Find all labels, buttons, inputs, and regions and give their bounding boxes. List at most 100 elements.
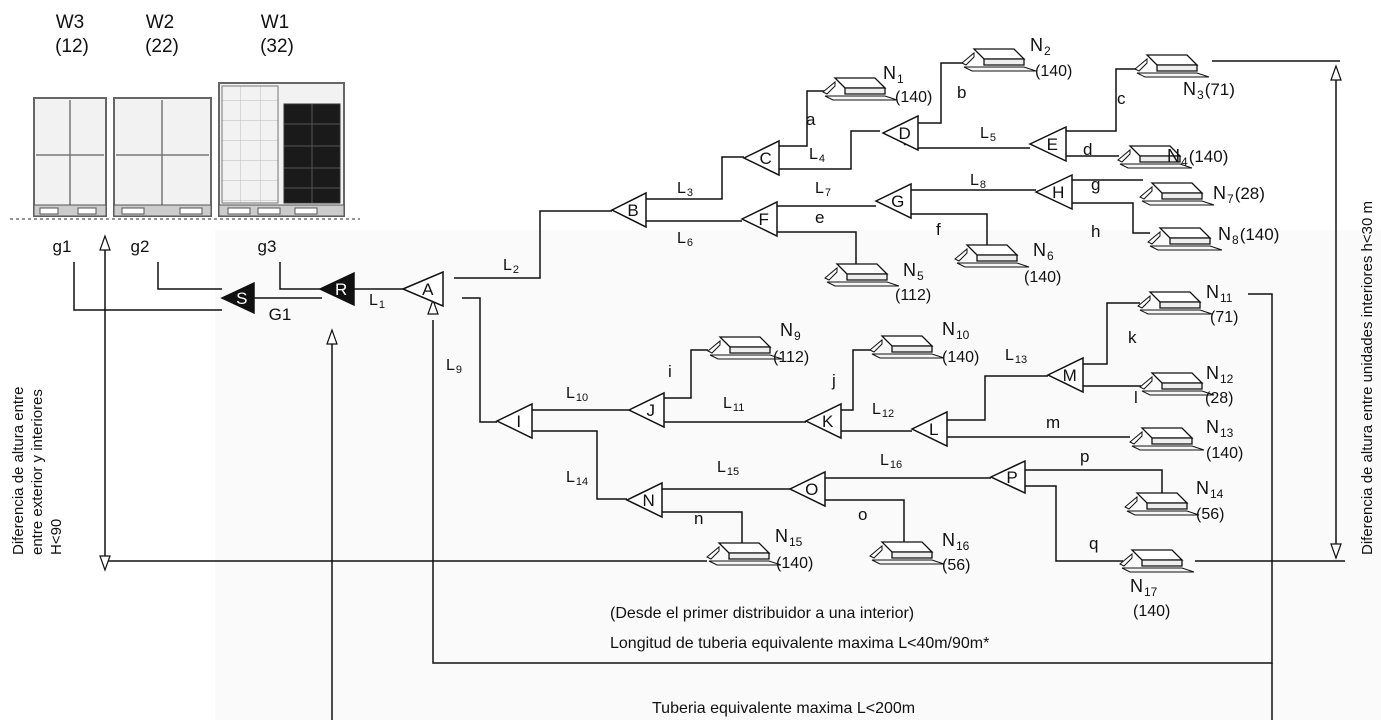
distributor-label: I [516,412,521,431]
indoor-unit-capacity: (140) [942,349,979,366]
pipe-label-l2: L2 [503,257,519,276]
indoor-unit-n8: N8(140) [1147,224,1279,251]
branch-label: p [1080,447,1089,466]
indoor-unit-name: N10 [942,319,970,342]
distributor-f: F [740,200,778,238]
branch-label: o [858,505,867,524]
branch-label: q [1089,534,1098,553]
distributor-o: O [788,470,826,508]
indoor-unit-n1: N1(140) [822,63,932,106]
pipe-label-l11: L11 [723,395,744,414]
branch-label: b [957,83,966,102]
branch-label: h [1091,222,1100,241]
branch-label: f [936,220,941,239]
indoor-unit-n16: N16(56) [869,530,970,574]
height-note-line2: entre exterior y interiores [29,389,46,555]
distributor-m: M [1046,356,1084,394]
max-length-total-note: Tuberia equivalente maxima L<200m [652,700,915,717]
indoor-unit-name: N5 [903,260,924,283]
outdoor-unit-w2 [113,97,212,217]
outdoor-unit-w1 [218,82,345,217]
indoor-unit-name: N2 [1030,35,1051,58]
outdoor-unit-capacity: (12) [55,36,89,57]
branch-label: g3 [258,237,277,256]
outdoor-branch-labels: g1 g2 g3 G1 [53,237,292,324]
pipe-label-l8: L8 [970,172,986,191]
outdoor-unit-capacity: (32) [260,36,294,57]
pipe-label-l9: L9 [446,357,462,376]
distributor-label: E [1047,135,1058,154]
distributor-label: P [1006,468,1017,487]
indoor-unit-name: N9 [780,320,801,343]
indoor-units: N1(140) N2 (140) N3(71) N4(140) N5 (112) N6 (140… [706,35,1279,620]
indoor-unit-n10: N10 (140) [869,319,979,366]
distributor-label: H [1052,183,1064,202]
indoor-unit-name: N17 [1130,576,1158,599]
indoor-unit-n17: N17(140) [1119,549,1195,620]
distributor-i: I [495,402,533,440]
header-pipe-label: G1 [269,305,292,324]
indoor-unit-name: N8(140) [1218,224,1279,247]
pipe-label-l6: L6 [677,230,693,249]
pipe-label-l10: L10 [566,385,588,404]
outdoor-unit-name: W2 [146,12,175,33]
pipe-label-l15: L15 [717,459,739,478]
indoor-unit-capacity: (140) [1206,445,1243,462]
branch-label: e [815,208,824,227]
first-distributor-note: (Desde el primer distribuidor a una inte… [610,605,914,622]
indoor-unit-n11: N11 (71) [1137,282,1238,326]
distributor-label: A [422,280,434,299]
distributor-label: C [760,149,772,168]
pipe-label-l14: L14 [566,469,588,488]
indoor-unit-n4: N4(140) [1117,145,1228,169]
distributor-label: G [891,192,904,211]
outdoor-unit-w3 [33,97,107,217]
pipe-label-l1: L1 [369,292,385,311]
main-pipe-labels: L1 L2 L3 L4 L5 L6 L7 L8 L9 L10 L11 L12 L… [369,125,1027,488]
height-note-line1: Diferencia de altura entre [10,387,27,555]
distributor-label: B [627,201,638,220]
indoor-unit-n9: N9 (112) [707,320,809,366]
indoor-unit-capacity: (140) [1035,63,1072,80]
distributor-d: D [881,114,919,152]
arrow-heads [99,64,1342,572]
indoor-unit-capacity: (56) [942,557,970,574]
branch-label: i [668,362,672,381]
indoor-unit-capacity: (56) [1196,506,1224,523]
indoor-unit-name: N13 [1206,417,1234,440]
indoor-unit-name: N7(28) [1213,183,1265,206]
distributor-label: M [1063,366,1077,385]
outdoor-unit-capacity: (22) [145,36,179,57]
distributor-label: F [759,210,769,229]
indoor-unit-n3: N3(71) [1134,54,1235,102]
branch-label: n [694,509,703,528]
outdoor-unit-name: W3 [56,12,85,33]
indoor-unit-name: N11 [1206,282,1233,305]
indoor-unit-capacity: (112) [773,349,809,366]
pipe-label-l16: L16 [880,452,902,471]
indoor-unit-capacity: (71) [1210,309,1238,326]
indoor-unit-n13: N13 (140) [1129,417,1243,462]
branch-label: k [1128,328,1137,347]
indoor-unit-n14: N14(56) [1124,478,1224,523]
distributor-n: N [625,481,663,519]
distributor-j: J [627,391,665,429]
distributor-label: S [236,289,247,308]
pipe-label-l4: L4 [809,146,825,165]
distributor-b: B [610,191,647,229]
indoor-unit-capacity: (140) [1024,269,1061,286]
indoor-unit-name: N6 [1033,240,1054,263]
indoor-unit-n12: N12(28) [1139,363,1234,407]
distributor-g: G [874,182,912,220]
distributor-a: A [401,270,444,308]
branch-label: m [1046,413,1060,432]
indoor-height-note: Diferencia de altura entre unidades inte… [1359,201,1376,555]
indoor-unit-capacity: (112) [895,287,931,304]
distributor-c: C [742,139,780,177]
distributor-h: H [1034,173,1073,211]
outdoor-unit-name: W1 [261,12,290,33]
distributor-p: P [989,459,1026,495]
indoor-unit-n2: N2 (140) [961,35,1072,80]
